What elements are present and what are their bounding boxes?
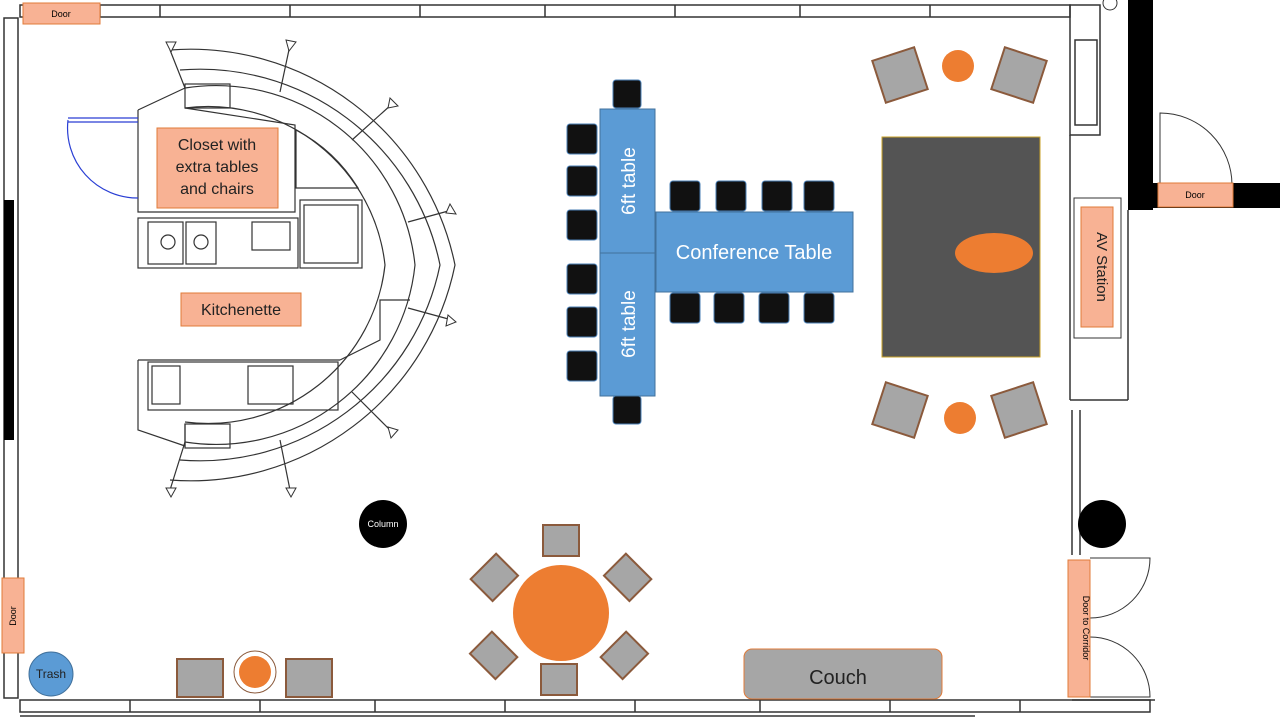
six-ft-table-2-label: 6ft table <box>619 290 640 358</box>
couch-label: Couch <box>809 667 867 689</box>
counter-markers <box>165 39 457 499</box>
six-ft-table-chairs <box>566 79 642 425</box>
door-left[interactable]: Door <box>1 577 25 654</box>
outer-walls <box>3 4 1155 717</box>
kitchenette-label-box: Kitchenette <box>180 292 302 327</box>
kitchenette-area <box>137 44 456 491</box>
six-ft-table-1[interactable]: 6ft table <box>599 108 656 254</box>
door-right-label: Door <box>1185 190 1205 200</box>
door-top-left-label: Door <box>51 9 71 19</box>
wall-black-right <box>1128 0 1153 210</box>
lounge-bottom <box>871 381 1048 439</box>
six-ft-table-2[interactable]: 6ft table <box>599 252 656 397</box>
kitchenette-label: Kitchenette <box>201 302 281 319</box>
trash-label: Trash <box>36 667 66 681</box>
closet-label-line-3: and chairs <box>180 181 254 198</box>
column-label: Column <box>367 519 398 529</box>
conference-table[interactable]: Conference Table <box>655 211 854 293</box>
column: Column <box>359 500 407 548</box>
av-station[interactable]: AV Station <box>1073 197 1122 339</box>
door-corridor-label: Door to Corridor <box>1081 596 1091 661</box>
av-station-label: AV Station <box>1093 232 1110 302</box>
closet-label-box: Closet with extra tables and chairs <box>156 127 279 209</box>
door-left-label: Door <box>8 606 18 626</box>
pipe-marker <box>1102 0 1118 11</box>
conference-table-chairs <box>669 180 835 324</box>
closet-door[interactable] <box>66 117 139 199</box>
closet-label-line-1: Closet with <box>178 137 256 154</box>
round-table-group <box>468 524 653 696</box>
six-ft-table-1-label: 6ft table <box>619 147 640 215</box>
conference-table-label: Conference Table <box>676 242 832 264</box>
door-to-corridor[interactable]: Door to Corridor <box>1067 557 1151 698</box>
couch: Couch <box>743 648 943 700</box>
bottom-left-seating <box>176 650 333 698</box>
door-top-left[interactable]: Door <box>22 2 101 25</box>
column-right <box>1078 500 1126 548</box>
lounge-top <box>871 46 1048 104</box>
door-right[interactable]: Door <box>1157 112 1234 208</box>
closet-label-line-2: extra tables <box>176 159 259 176</box>
window-left <box>4 200 14 440</box>
display-panel <box>881 136 1041 358</box>
trash-bin: Trash <box>28 651 74 697</box>
